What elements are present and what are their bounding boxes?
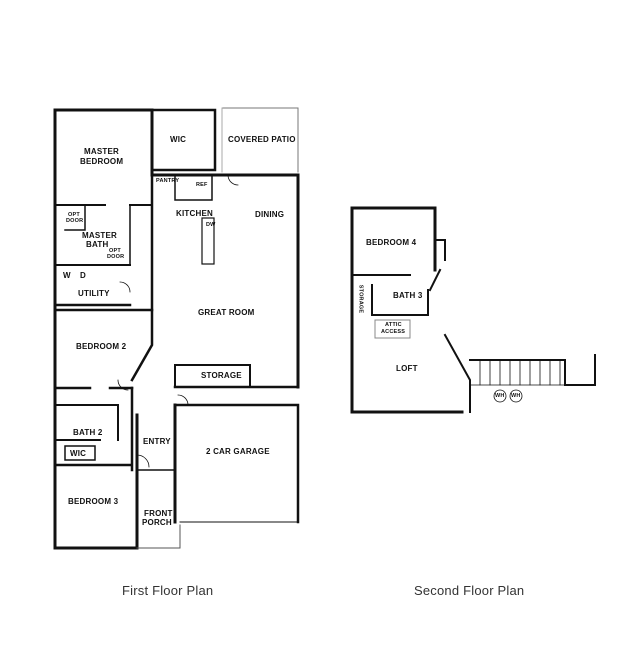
- bedroom-4-label: BEDROOM 4: [366, 238, 417, 247]
- pantry-label: PANTRY: [156, 178, 180, 184]
- master-bath-label-line2: BATH: [86, 240, 109, 249]
- opt-door-label-2b: DOOR: [107, 254, 125, 260]
- bedroom-3-label: BEDROOM 3: [68, 497, 119, 506]
- opt-door-label-1a: OPT: [68, 212, 80, 218]
- ref-label: REF: [196, 182, 208, 188]
- garage-label: 2 CAR GARAGE: [206, 447, 270, 456]
- bath-3-label: BATH 3: [393, 291, 423, 300]
- entry-label: ENTRY: [143, 437, 171, 446]
- loft-label: LOFT: [396, 364, 418, 373]
- front-porch-label-line2: PORCH: [142, 518, 172, 527]
- kitchen-label: KITCHEN: [176, 209, 213, 218]
- storage-label: STORAGE: [201, 371, 242, 380]
- utility-label: UTILITY: [78, 289, 110, 298]
- washer-label: W: [63, 271, 71, 280]
- master-bath-label-line1: MASTER: [82, 231, 117, 240]
- front-porch-label-line1: FRONT: [144, 509, 173, 518]
- first-floor-walls: [53, 107, 300, 550]
- covered-patio-label: COVERED PATIO: [228, 135, 296, 144]
- dining-label: DINING: [255, 210, 285, 219]
- second-floor-caption: Second Floor Plan: [414, 583, 525, 598]
- wic-2-label: WIC: [70, 449, 87, 458]
- bedroom-2-label: BEDROOM 2: [76, 342, 127, 351]
- water-heater-label-2: WH: [511, 393, 521, 399]
- attic-access-label-line1: ATTIC: [385, 322, 402, 328]
- master-bedroom-label-line2: BEDROOM: [80, 157, 124, 166]
- opt-door-label-1b: DOOR: [66, 218, 84, 224]
- water-heater-label-1: WH: [495, 393, 505, 399]
- wic-master-label: WIC: [170, 135, 187, 144]
- dishwasher-label: DW: [206, 222, 216, 228]
- upper-storage-label: STORAGE: [357, 284, 364, 314]
- second-floor-walls: [350, 206, 596, 414]
- first-floor-caption: First Floor Plan: [122, 583, 214, 598]
- opt-door-label-2a: OPT: [109, 248, 121, 254]
- great-room-label: GREAT ROOM: [198, 308, 255, 317]
- bath-2-label: BATH 2: [73, 428, 103, 437]
- attic-access-label-line2: ACCESS: [381, 329, 406, 335]
- master-bedroom-label-line1: MASTER: [84, 147, 119, 156]
- dryer-label: D: [80, 271, 86, 280]
